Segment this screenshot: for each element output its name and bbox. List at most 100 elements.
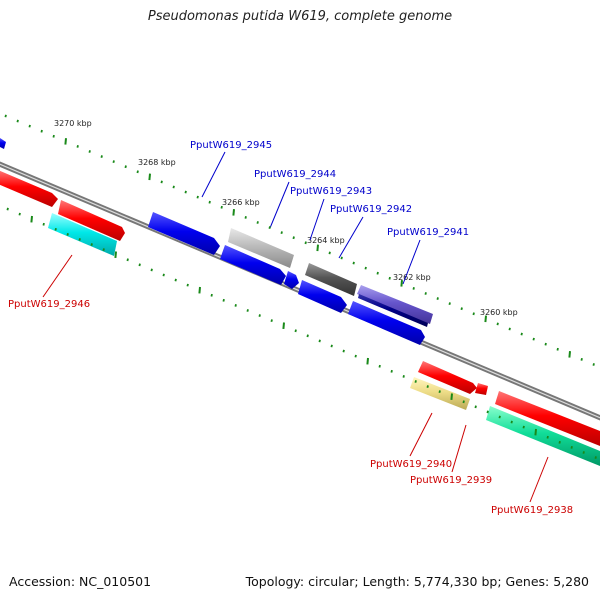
- tick-minor: [42, 222, 45, 226]
- tick-major: [366, 357, 369, 365]
- leader-line-2940: [409, 412, 433, 457]
- gene-label-2944[interactable]: PputW619_2944: [254, 169, 336, 180]
- tick-minor: [136, 170, 139, 174]
- tick-minor: [76, 145, 79, 148]
- tick-major: [30, 215, 33, 223]
- feature-red-long[interactable]: [495, 391, 600, 446]
- tick-minor: [4, 114, 7, 118]
- feature-blue-edge[interactable]: [0, 138, 6, 149]
- tick-minor: [462, 400, 465, 404]
- leader-line-2944: [269, 181, 290, 229]
- feature-PputW619_2946[interactable]: [58, 200, 125, 241]
- tick-minor: [246, 309, 249, 312]
- tick-minor: [352, 261, 355, 265]
- leader-line-2942: [338, 216, 364, 259]
- tick-minor: [424, 292, 427, 295]
- tick-minor: [52, 134, 55, 138]
- gene-label-2946[interactable]: PputW619_2946: [8, 299, 90, 310]
- tick-minor: [90, 243, 93, 246]
- feature-PputW619_2939[interactable]: [410, 377, 470, 410]
- tick-minor: [546, 435, 549, 439]
- tick-minor: [28, 124, 31, 128]
- feature-blue-right[interactable]: [348, 301, 425, 345]
- tick-major: [400, 280, 403, 287]
- tick-marks: [4, 114, 597, 459]
- tick-minor: [340, 256, 343, 260]
- feature-PputW619_2945[interactable]: [148, 212, 220, 255]
- tick-minor: [592, 363, 595, 366]
- gene-label-2945[interactable]: PputW619_2945: [190, 140, 272, 151]
- tick-minor: [544, 342, 547, 346]
- tick-major: [484, 315, 487, 323]
- tick-minor: [330, 344, 333, 348]
- tick-major: [568, 351, 571, 358]
- tick-label-3264: 3264 kbp: [307, 236, 345, 245]
- tick-minor: [460, 307, 463, 311]
- feature-PputW619_2941[interactable]: [357, 285, 433, 324]
- tick-minor: [150, 268, 153, 272]
- tick-minor: [280, 231, 283, 235]
- tick-minor: [162, 273, 165, 277]
- tick-minor: [328, 251, 331, 255]
- tick-minor: [16, 119, 19, 123]
- tick-minor: [112, 160, 115, 164]
- tick-minor: [402, 375, 405, 378]
- tick-minor: [40, 129, 43, 133]
- tick-minor: [364, 266, 367, 270]
- leader-line-2939: [451, 424, 467, 473]
- tick-minor: [414, 380, 417, 383]
- feature-PputW619_2943[interactable]: [305, 263, 357, 296]
- tick-minor: [318, 339, 321, 343]
- tick-minor: [234, 304, 237, 307]
- tick-minor: [532, 337, 535, 341]
- tick-minor: [556, 347, 559, 351]
- tick-minor: [498, 415, 501, 419]
- tick-minor: [210, 293, 213, 297]
- leader-line-2938: [529, 456, 549, 503]
- tick-minor: [222, 298, 225, 302]
- accession-text: Accession: NC_010501: [9, 574, 152, 589]
- tick-minor: [438, 390, 441, 394]
- tick-minor: [412, 287, 415, 290]
- feature-cyan-left[interactable]: [48, 213, 117, 256]
- feature-blue-small[interactable]: [284, 271, 299, 289]
- tick-minor: [522, 425, 525, 429]
- gene-label-2940[interactable]: PputW619_2940: [370, 459, 452, 470]
- tick-minor: [474, 405, 477, 409]
- feature-PputW619_2940[interactable]: [418, 361, 477, 394]
- tick-minor: [354, 354, 357, 358]
- feature-PputW619_2938[interactable]: [486, 406, 600, 466]
- feature-PputW619_2942[interactable]: [298, 280, 347, 313]
- leader-line-2941: [402, 239, 421, 285]
- tick-minor: [160, 180, 163, 184]
- tick-minor: [520, 332, 523, 336]
- feature-red-left-1[interactable]: [0, 170, 58, 207]
- genome-summary-text: Topology: circular; Length: 5,774,330 bp…: [245, 574, 589, 589]
- tick-minor: [436, 297, 439, 300]
- tick-label-3262: 3262 kbp: [393, 273, 431, 282]
- tick-minor: [258, 314, 261, 317]
- feature-blue-2944b[interactable]: [220, 245, 286, 285]
- tick-minor: [594, 456, 597, 459]
- gene-label-2943[interactable]: PputW619_2943: [290, 186, 372, 197]
- gene-label-2941[interactable]: PputW619_2941: [387, 227, 469, 238]
- tick-minor: [124, 165, 127, 169]
- feature-PputW619_2944[interactable]: [228, 228, 294, 268]
- tick-minor: [508, 327, 511, 331]
- tick-minor: [184, 190, 187, 194]
- gene-label-2942[interactable]: PputW619_2942: [330, 204, 412, 215]
- gene-label-2939[interactable]: PputW619_2939: [410, 475, 492, 486]
- tick-minor: [66, 233, 69, 236]
- tick-minor: [390, 369, 393, 373]
- tick-minor: [18, 212, 21, 216]
- tick-minor: [510, 420, 513, 424]
- tick-minor: [472, 312, 475, 316]
- gene-label-2938[interactable]: PputW619_2938: [491, 505, 573, 516]
- tick-minor: [486, 410, 489, 414]
- tick-major: [232, 209, 235, 216]
- feature-navy-strip[interactable]: [358, 294, 428, 327]
- tick-minor: [174, 278, 177, 282]
- feature-red-small[interactable]: [475, 383, 488, 395]
